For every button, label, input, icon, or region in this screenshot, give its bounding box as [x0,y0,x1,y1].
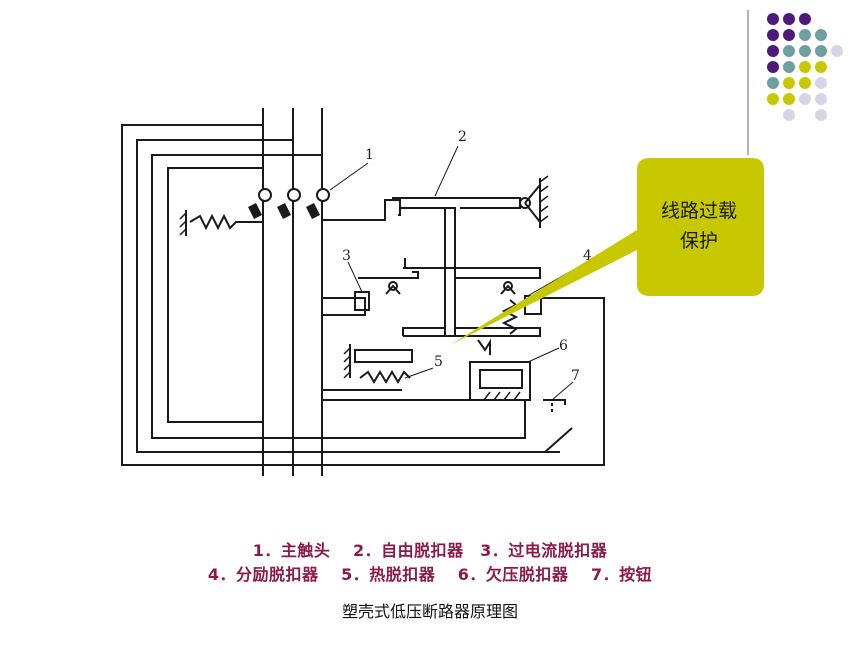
decorative-dot [799,13,811,25]
decorative-dot [831,45,843,57]
legend-line-2: 4．分励脱扣器 5．热脱扣器 6．欠压脱扣器 7．按钮 [207,565,653,584]
decorative-dot [767,45,779,57]
callout-bubble [450,158,764,345]
decorative-dot [815,77,827,89]
part-number-7: 7 [571,368,580,384]
diagram-caption: 塑壳式低压断路器原理图 [341,602,518,621]
decorative-dot [767,13,779,25]
decorative-dot [799,77,811,89]
decorative-dot-grid [767,13,843,121]
decorative-dot [799,93,811,105]
legend-line-1: 1．主触头 2．自由脱扣器 3．过电流脱扣器 [252,541,608,560]
decorative-dot [783,29,795,41]
undervoltage-release [469,338,531,401]
part-number-5: 5 [434,354,443,370]
free-release-mechanism [322,175,549,337]
part-number-2: 2 [458,129,467,145]
part-number-4: 4 [583,248,592,264]
decorative-dot [767,93,779,105]
decorative-dot [815,29,827,41]
decorative-dot [815,61,827,73]
decorative-dot [783,13,795,25]
decorative-dot [799,61,811,73]
decorative-dot [815,45,827,57]
decorative-dot [815,93,827,105]
decorative-dot [799,29,811,41]
callout-text: 线路过载 保护 [640,196,758,256]
decorative-dot [767,29,779,41]
decorative-dot [767,61,779,73]
decorative-dot [783,77,795,89]
decorative-dot [799,45,811,57]
decorative-dot [767,77,779,89]
circuit-wiring [121,108,605,476]
decorative-dot [783,93,795,105]
decorative-dot [783,61,795,73]
part-number-6: 6 [559,338,568,354]
callout-line-2: 保护 [679,230,718,252]
callout-line-1: 线路过载 [660,200,737,222]
main-contacts [179,188,330,236]
decorative-dot [783,109,795,121]
decorative-dot [815,109,827,121]
part-number-3: 3 [342,248,351,264]
part-number-1: 1 [365,147,374,163]
decorative-dot [783,45,795,57]
thermal-release [343,344,413,384]
button [543,399,573,453]
